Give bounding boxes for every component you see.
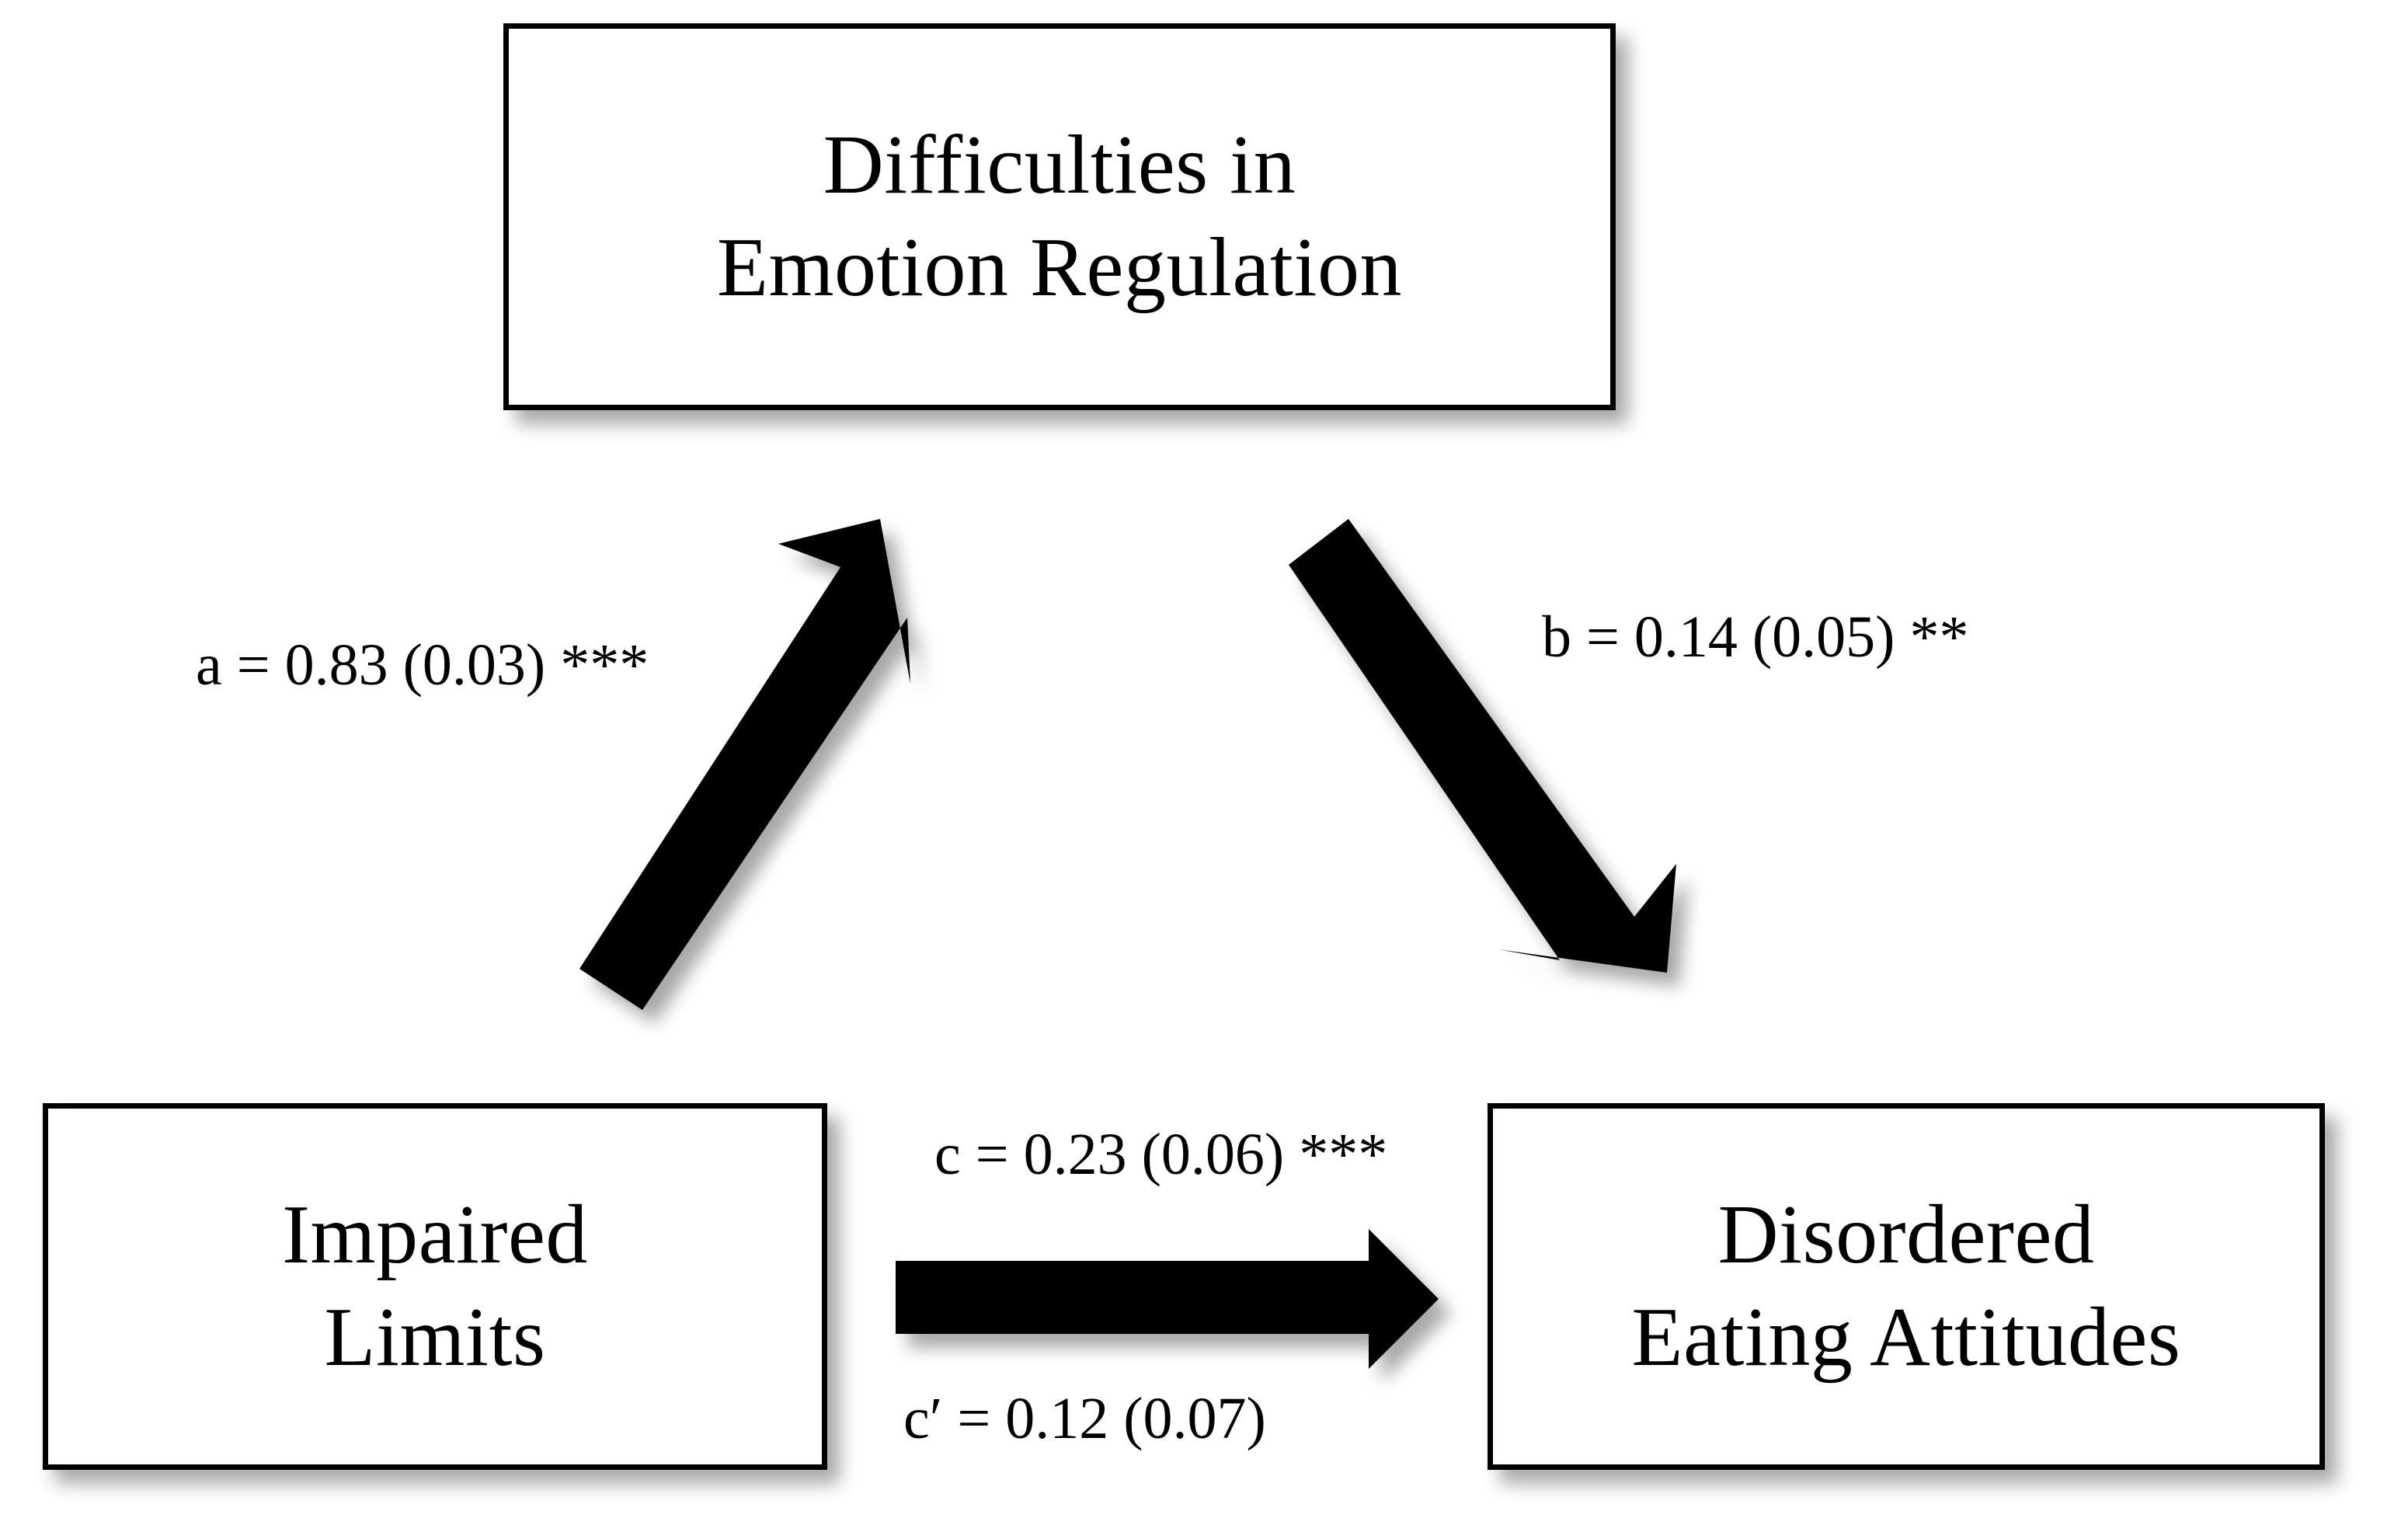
path-label-b: b = 0.14 (0.05) ** xyxy=(1542,604,1969,670)
path-label-c-prime: c′ = 0.12 (0.07) xyxy=(903,1386,1266,1451)
node-mediator[interactable]: Difficulties in Emotion Regulation xyxy=(503,23,1616,410)
node-predictor[interactable]: Impaired Limits xyxy=(43,1103,827,1470)
node-outcome[interactable]: Disordered Eating Attitudes xyxy=(1488,1103,2325,1470)
node-outcome-label: Disordered Eating Attitudes xyxy=(1631,1189,2181,1384)
arrow-path-c xyxy=(896,1229,1439,1369)
node-predictor-label: Impaired Limits xyxy=(282,1189,588,1384)
path-label-c: c = 0.23 (0.06) *** xyxy=(934,1122,1388,1187)
node-mediator-label: Difficulties in Emotion Regulation xyxy=(717,119,1402,314)
path-label-a: a = 0.83 (0.03) *** xyxy=(196,632,649,698)
arrow-path-b xyxy=(1289,519,1676,973)
arrow-path-a xyxy=(579,519,910,1010)
